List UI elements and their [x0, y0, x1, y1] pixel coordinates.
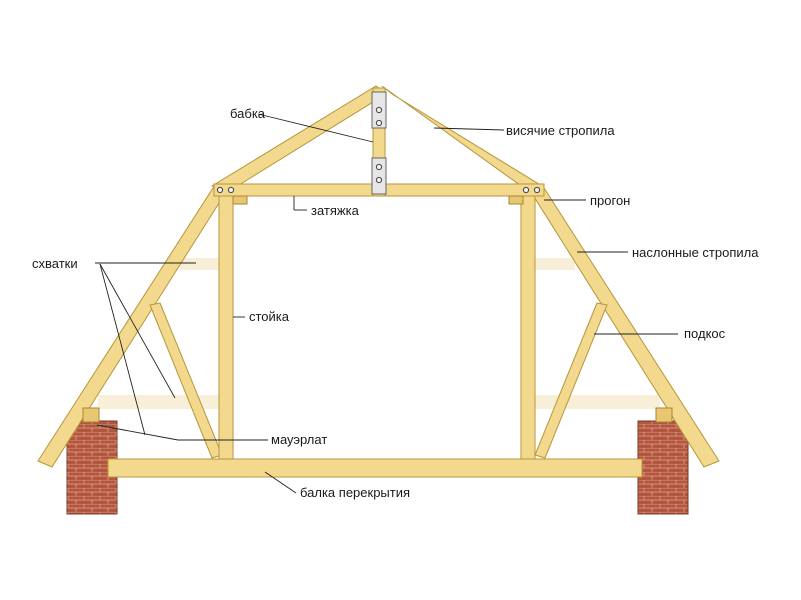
label-stoyka: стойка [249, 309, 290, 324]
bolt [216, 186, 224, 194]
ghost-collar-upper-left [180, 258, 220, 270]
label-visyachie-stropila: висячие стропила [506, 123, 615, 138]
leader-balka [264, 471, 297, 494]
bolt [522, 186, 530, 194]
left-purlin [232, 195, 248, 205]
label-zatyazhka: затяжка [311, 203, 360, 218]
left-strut [149, 302, 223, 459]
left-hanging-rafter [210, 85, 387, 194]
ghost-collar-lower-right [535, 395, 660, 409]
leader-skhvatki-upper [99, 263, 176, 399]
bolt [227, 186, 235, 194]
label-mauerlat: мауэрлат [271, 432, 327, 447]
label-babka: бабка [230, 106, 266, 121]
right-wall-plate [655, 407, 673, 423]
left-wall-plate [82, 407, 100, 423]
label-podkos: подкос [684, 326, 726, 341]
bolt [375, 176, 383, 184]
left-post [218, 195, 234, 463]
leader-skhvatki-lower [99, 263, 146, 436]
right-strut [534, 302, 608, 459]
right-purlin [508, 195, 524, 205]
bolt [375, 106, 383, 114]
leader-mauerlat [96, 424, 179, 441]
label-naslonnye-stropila: наслонные стропила [632, 245, 759, 260]
label-progon: прогон [590, 193, 630, 208]
king-post-plate-bottom [371, 157, 387, 195]
right-brick-wall [637, 420, 689, 515]
floor-beam [107, 458, 643, 478]
bolt [375, 163, 383, 171]
label-skhvatki: схватки [32, 256, 78, 271]
leader-visyachie [433, 127, 505, 131]
right-hanging-rafter [381, 85, 543, 194]
leader-babka [257, 113, 374, 143]
label-balka-perekrytiya: балка перекрытия [300, 485, 410, 500]
left-slope-rafter [37, 187, 227, 468]
ghost-collar-upper-right [535, 258, 575, 270]
bolt [375, 119, 383, 127]
bolt [533, 186, 541, 194]
right-post [520, 195, 536, 463]
